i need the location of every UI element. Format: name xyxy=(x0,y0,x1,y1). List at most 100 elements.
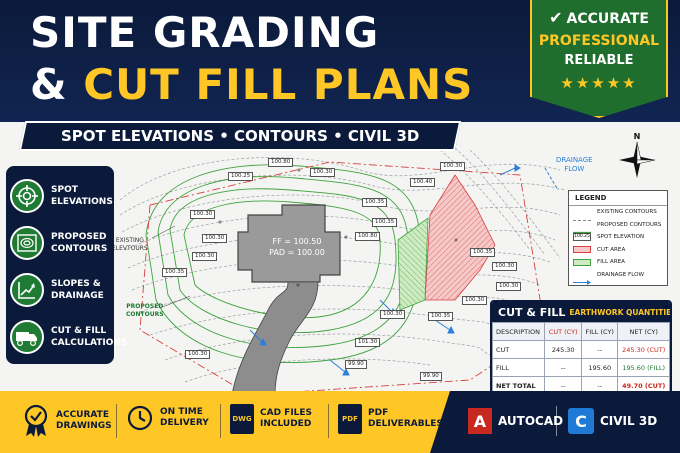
legend-label: EXISTING CONTOURS xyxy=(597,209,657,216)
legend-title: LEGEND xyxy=(569,191,667,206)
column-header: NET (CY) xyxy=(617,322,670,341)
table-cell: 195.60 xyxy=(581,358,619,377)
benefit-label: PDF DELIVERABLES xyxy=(368,408,443,429)
spot-elevation-label: 100.30 xyxy=(190,210,216,219)
table-cell: CUT xyxy=(492,340,546,359)
software-item: C CIVIL 3D xyxy=(568,408,657,434)
autocad-logo-icon: A xyxy=(468,408,492,434)
feature-item: CUT & FILL CALCULATIONS xyxy=(10,313,127,360)
svg-text:N: N xyxy=(634,132,641,141)
spot-elevation-label: 100.30 xyxy=(440,162,466,171)
dashed-line-icon xyxy=(573,209,591,221)
benefit-item: ON TIME DELIVERY xyxy=(126,404,209,432)
spot-elevation-label: 100.35 xyxy=(372,218,398,227)
software-label: AUTOCAD xyxy=(498,414,564,428)
divider xyxy=(116,404,117,438)
subtitle-bar: SPOT ELEVATIONS • CONTOURS • CIVIL 3D xyxy=(18,121,462,151)
legend-item: DRAINAGE FLOW xyxy=(569,269,667,286)
spot-elevation-label: 100.30 xyxy=(496,282,522,291)
cut-area xyxy=(424,174,496,301)
truck-icon xyxy=(10,319,44,354)
title-line-1: SITE GRADING xyxy=(30,8,380,57)
legend-label: SPOT ELEVATION xyxy=(597,234,645,241)
spot-elevation-label: 100.30 xyxy=(380,310,406,319)
clock-icon xyxy=(127,405,153,431)
slope-chart-icon xyxy=(10,272,44,307)
feature-label: PROPOSED CONTOURS xyxy=(51,231,108,254)
north-arrow-icon: N xyxy=(619,132,656,178)
arrow-right-icon xyxy=(573,271,591,286)
table-cell: 195.60 (FILL) xyxy=(617,358,670,377)
software-item: A AUTOCAD xyxy=(468,408,563,434)
spot-elevation-symbol: 100.25 xyxy=(573,233,591,242)
bottom-benefits-bar xyxy=(0,391,450,453)
title-line-2: & CUT FILL PLANS xyxy=(30,60,473,109)
feature-item: SPOT ELEVATIONS xyxy=(10,172,113,219)
legend-label: FILL AREA xyxy=(597,259,625,266)
civil3d-logo-letter: C xyxy=(575,412,587,431)
badge-line-3: RELIABLE xyxy=(564,53,634,68)
table-cell: -- xyxy=(581,340,619,359)
table-cell: 245.30 (CUT) xyxy=(617,340,670,359)
rating-stars: ★★★★★ xyxy=(560,75,638,92)
legend-item: FILL AREA xyxy=(569,256,667,269)
benefit-label: ON TIME DELIVERY xyxy=(160,407,209,428)
fill-area xyxy=(397,217,429,311)
spot-elevation-label: 99.90 xyxy=(420,372,442,381)
table-row: FILL -- 195.60 195.60 (FILL) xyxy=(492,358,670,377)
property-line xyxy=(139,161,546,396)
benefit-label: ACCURATE DRAWINGS xyxy=(56,410,112,431)
spot-elevation-label: 100.40 xyxy=(410,178,436,187)
feature-label: SPOT ELEVATIONS xyxy=(51,184,113,207)
spot-elevation-label: 100.30 xyxy=(185,350,211,359)
spot-elevation-label: 100.30 xyxy=(202,234,228,243)
cut-fill-subtitle: EARTHWORK QUANTITIES xyxy=(569,307,672,317)
drainage-flow-label: DRAINAGE FLOW xyxy=(556,156,593,173)
spot-elevation-label: 101.30 xyxy=(355,338,381,347)
contours-icon xyxy=(10,225,44,260)
benefit-item: PDF PDF DELIVERABLES xyxy=(338,404,443,434)
pdf-file-icon-text: PDF xyxy=(342,415,358,423)
column-header: DESCRIPTION xyxy=(492,322,546,341)
earthwork-table: DESCRIPTION CUT (CY) FILL (CY) NET (CY) … xyxy=(492,322,670,395)
legend-box: LEGEND EXISTING CONTOURS PROPOSED CONTOU… xyxy=(568,190,668,286)
cut-area-swatch xyxy=(573,246,591,254)
proposed-contours-label: PROPOSED CONTOURS xyxy=(126,303,164,318)
existing-contours-label: EXISTING ELEVTOURS xyxy=(112,237,148,252)
cut-fill-header: CUT & FILL EARTHWORK QUANTITIES xyxy=(492,302,670,322)
column-header: CUT (CY) xyxy=(544,322,583,341)
legend-label: DRAINAGE FLOW xyxy=(597,271,645,278)
software-label: CIVIL 3D xyxy=(600,414,658,428)
spot-elevation-label: 100.30 xyxy=(462,296,488,305)
building-label: FF = 100.50 PAD = 100.00 xyxy=(267,236,327,258)
feature-label: SLOPES & DRAINAGE xyxy=(51,278,104,301)
building-pad xyxy=(237,204,341,283)
badge-line-2: PROFESSIONAL xyxy=(538,33,660,49)
feature-item: SLOPES & DRAINAGE xyxy=(10,266,110,313)
legend-item: 100.25 SPOT ELEVATION xyxy=(569,231,667,244)
legend-item: EXISTING CONTOURS xyxy=(569,206,667,221)
spot-elevation-label: 100.30 xyxy=(492,262,518,271)
cut-fill-title: CUT & FILL xyxy=(498,305,566,319)
spot-elevation-label: 99.90 xyxy=(345,360,367,369)
dwg-file-icon: DWG xyxy=(230,404,254,434)
spot-elevation-label: 100.80 xyxy=(268,158,294,167)
divider xyxy=(328,404,329,438)
divider xyxy=(220,404,221,438)
checkmark-icon: ✔ xyxy=(549,8,563,27)
legend-label: PROPOSED CONTOURS xyxy=(597,221,662,228)
table-cell: 49.70 (CUT) xyxy=(617,376,670,395)
spot-elevation-label: 100.30 xyxy=(310,168,336,177)
feature-list: SPOT ELEVATIONS PROPOSED CONTOURS SLOPES… xyxy=(6,166,127,364)
spot-elevation-label: 100.35 xyxy=(162,268,188,277)
spot-elevation-label: 100.35 xyxy=(362,198,388,207)
dwg-file-icon-text: DWG xyxy=(232,415,252,423)
quality-badge: ✔ACCURATE PROFESSIONAL RELIABLE ★★★★★ xyxy=(530,0,668,118)
benefit-item: DWG CAD FILES INCLUDED xyxy=(230,404,312,434)
title-line-2-highlight: CUT FILL PLANS xyxy=(83,60,474,109)
building-pad-elevation: PAD = 100.00 xyxy=(269,248,325,257)
fill-area-swatch xyxy=(573,258,591,266)
spot-elevation-label: 100.25 xyxy=(228,172,254,181)
spot-elevation-label: 100.80 xyxy=(355,232,381,241)
badge-line-1: ACCURATE xyxy=(566,11,649,27)
